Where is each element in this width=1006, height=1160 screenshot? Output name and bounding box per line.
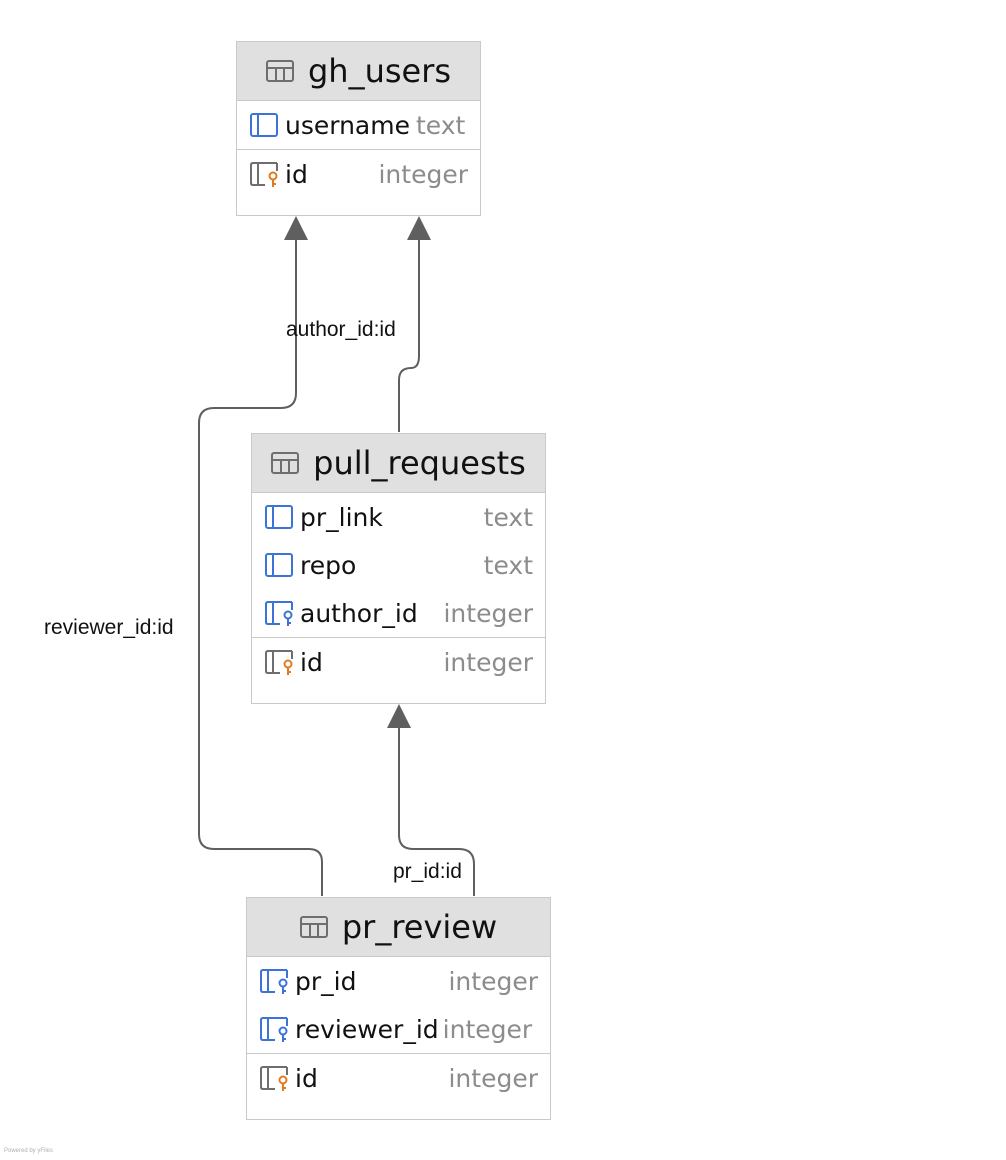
column-type: text xyxy=(483,502,533,532)
column-icon xyxy=(265,505,293,529)
column-type: integer xyxy=(443,598,533,628)
column-row-id[interactable]: id integer xyxy=(252,638,545,686)
edge-reviewer-id[interactable] xyxy=(198,240,323,896)
column-name: repo xyxy=(300,550,357,580)
column-type: integer xyxy=(442,1014,533,1044)
column-row-username[interactable]: username text xyxy=(237,101,480,149)
edge-label-reviewer-id: reviewer_id:id xyxy=(44,616,174,639)
table-header[interactable]: gh_users xyxy=(237,42,480,101)
table-pr-review[interactable]: pr_review pr_id integer xyxy=(246,897,551,1120)
column-row-id[interactable]: id integer xyxy=(247,1054,550,1102)
column-row-reviewer-id[interactable]: reviewer_id integer xyxy=(247,1005,550,1053)
edge-pr-id[interactable] xyxy=(398,728,475,896)
column-row-id[interactable]: id integer xyxy=(237,150,480,198)
column-name: pr_id xyxy=(295,966,357,996)
table-icon xyxy=(265,60,294,82)
edge-author-id[interactable] xyxy=(398,240,420,432)
foreign-key-column-icon xyxy=(260,1017,288,1042)
column-type: integer xyxy=(448,966,538,996)
table-header[interactable]: pull_requests xyxy=(252,434,545,493)
foreign-key-column-icon xyxy=(260,969,288,994)
column-icon xyxy=(265,553,293,577)
table-gh-users[interactable]: gh_users username text id integer xyxy=(236,41,481,216)
foreign-key-column-icon xyxy=(265,601,293,626)
column-row-pr-id[interactable]: pr_id integer xyxy=(247,957,550,1005)
table-icon xyxy=(299,916,328,938)
edge-label-pr-id: pr_id:id xyxy=(393,860,462,883)
arrow-reviewer-id xyxy=(284,216,308,240)
table-header[interactable]: pr_review xyxy=(247,898,550,957)
column-row-author-id[interactable]: author_id integer xyxy=(252,589,545,637)
primary-key-column-icon xyxy=(250,162,278,187)
column-name: id xyxy=(300,647,323,677)
table-name: pr_review xyxy=(341,908,498,946)
table-icon xyxy=(271,452,300,474)
column-name: pr_link xyxy=(300,502,383,532)
column-name: id xyxy=(295,1063,318,1093)
column-type: integer xyxy=(378,159,468,189)
table-pull-requests[interactable]: pull_requests pr_link text repo text xyxy=(251,433,546,704)
column-name: reviewer_id xyxy=(295,1014,439,1044)
table-name: gh_users xyxy=(307,52,452,90)
powered-by-note: Powered by yFiles xyxy=(4,1148,54,1154)
column-type: text xyxy=(416,110,466,140)
column-name: author_id xyxy=(300,598,418,628)
column-type: integer xyxy=(443,647,533,677)
arrow-author-id xyxy=(407,216,431,240)
primary-key-column-icon xyxy=(265,650,293,675)
column-row-pr-link[interactable]: pr_link text xyxy=(252,493,545,541)
column-row-repo[interactable]: repo text xyxy=(252,541,545,589)
column-name: id xyxy=(285,159,308,189)
primary-key-column-icon xyxy=(260,1066,288,1091)
column-type: integer xyxy=(448,1063,538,1093)
edge-label-author-id: author_id:id xyxy=(286,318,396,341)
column-name: username xyxy=(285,110,410,140)
column-type: text xyxy=(483,550,533,580)
arrow-pr-id xyxy=(387,704,411,728)
column-icon xyxy=(250,113,278,137)
table-name: pull_requests xyxy=(313,444,526,482)
